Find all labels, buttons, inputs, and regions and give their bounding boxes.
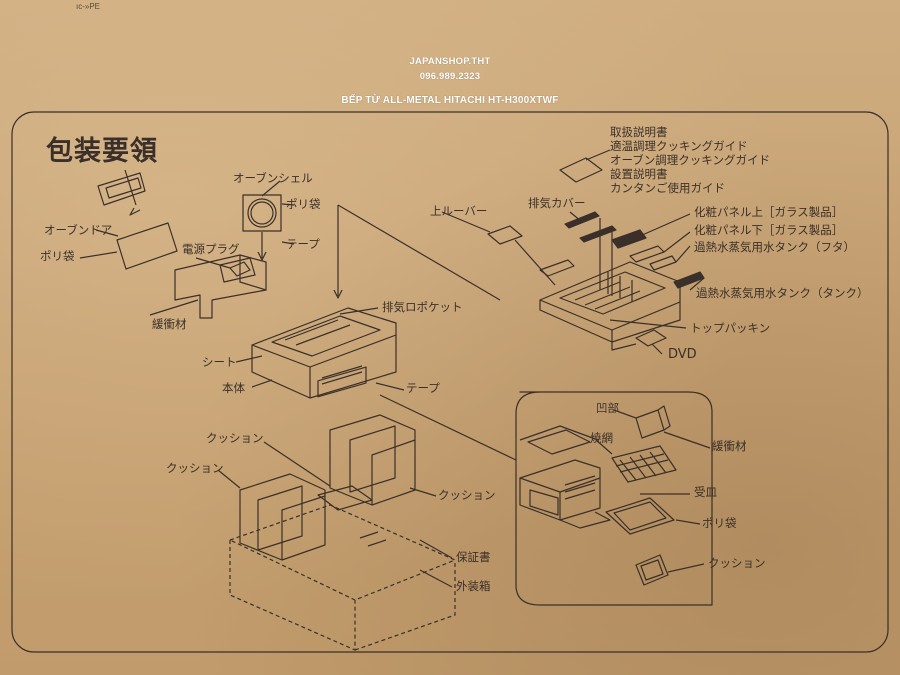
watermark-shop: JAPANSHOP.THT bbox=[409, 56, 491, 67]
label-manual-5: カンタンご使用ガイド bbox=[610, 181, 725, 195]
outer-frame bbox=[11, 111, 889, 653]
cushion-material-right-part bbox=[635, 409, 665, 439]
label-tape-shell: テープ bbox=[286, 237, 320, 251]
decorative-panel-upper bbox=[611, 229, 647, 249]
label-poly-bag-left: ポリ袋 bbox=[40, 249, 75, 263]
inset-oven-part bbox=[519, 459, 601, 521]
cushion-material-part bbox=[174, 254, 267, 319]
label-outer-box: 外装箱 bbox=[456, 579, 491, 593]
label-tank: 過熱水蒸気用水タンク（タンク） bbox=[696, 286, 869, 300]
dvd-part bbox=[635, 329, 667, 347]
label-oven-shell: オーブンシェル bbox=[233, 171, 313, 185]
label-exhaust-pocket: 排気ロポケット bbox=[382, 300, 463, 314]
label-panel-lower: 化粧パネル下［ガラス製品］ bbox=[694, 223, 844, 237]
grill-net-part bbox=[611, 445, 677, 483]
label-warranty: 保証書 bbox=[456, 550, 491, 564]
poly-bag-part bbox=[116, 222, 178, 270]
power-plug-part bbox=[229, 261, 251, 277]
oven-door-part bbox=[97, 172, 146, 206]
tank-lid-part bbox=[649, 255, 677, 271]
outer-box-part bbox=[229, 504, 456, 601]
decorative-panel-lower bbox=[629, 245, 665, 263]
label-manual-1: 取扱説明書 bbox=[610, 125, 668, 139]
edge-print: ıc-»PE bbox=[76, 2, 101, 11]
label-cushion-right: クッション bbox=[708, 556, 766, 570]
page-title: 包装要領 bbox=[46, 136, 158, 167]
label-cushion-material-right: 緩衝材 bbox=[712, 439, 747, 453]
cushion-box-right bbox=[635, 554, 669, 586]
manual-stack-part bbox=[559, 157, 603, 183]
label-manual-2: 適温調理クッキングガイド bbox=[610, 139, 748, 153]
label-cushion-top: クッション bbox=[206, 431, 264, 445]
label-tray: 受皿 bbox=[694, 485, 717, 499]
watermark-phone: 096.989.2323 bbox=[419, 71, 481, 82]
arrow-down bbox=[124, 169, 141, 216]
label-cushion-mid: クッション bbox=[438, 488, 496, 502]
label-poly-bag-right: ポリ袋 bbox=[702, 516, 737, 530]
cushion-left-part bbox=[239, 473, 326, 561]
oven-shell-part bbox=[242, 194, 282, 232]
label-cushion-left: クッション bbox=[166, 461, 224, 475]
label-main-body: 本体 bbox=[222, 381, 245, 395]
label-manual-3: オーブン調理クッキングガイド bbox=[610, 153, 770, 167]
label-cushion-material-left: 緩衝材 bbox=[152, 317, 187, 331]
label-upper-louver: 上ルーバー bbox=[430, 204, 488, 218]
label-panel-upper: 化粧パネル上［ガラス製品］ bbox=[694, 205, 844, 219]
label-power-plug: 電源プラグ bbox=[182, 242, 240, 256]
label-dvd: DVD bbox=[668, 347, 697, 362]
upper-louver-part bbox=[487, 225, 523, 245]
label-sheet: シート bbox=[202, 355, 237, 369]
main-body-part bbox=[251, 307, 397, 399]
label-oven-door: オーブンドア bbox=[44, 223, 113, 237]
label-grill-net: 焼網 bbox=[590, 431, 613, 445]
label-tape-body: テープ bbox=[406, 381, 440, 395]
watermark-product: BẾP TỪ ALL-METAL HITACHI HT-H300XTWF bbox=[341, 95, 559, 106]
inset-top-sheet bbox=[519, 425, 599, 441]
label-exhaust-cover: 排気カバー bbox=[528, 196, 586, 210]
label-tank-lid: 過熱水蒸気用水タンク（フタ） bbox=[694, 240, 855, 254]
exhaust-cover-part bbox=[564, 211, 600, 229]
label-top-packing: トップパッキン bbox=[690, 321, 771, 335]
tray-part bbox=[605, 497, 675, 535]
label-recess: 凹部 bbox=[596, 401, 619, 415]
label-manual-4: 設置説明書 bbox=[610, 167, 668, 181]
accessory-inset-box bbox=[515, 391, 713, 606]
top-packing-tray bbox=[539, 261, 681, 343]
label-poly-bag-shell: ポリ袋 bbox=[286, 197, 321, 211]
